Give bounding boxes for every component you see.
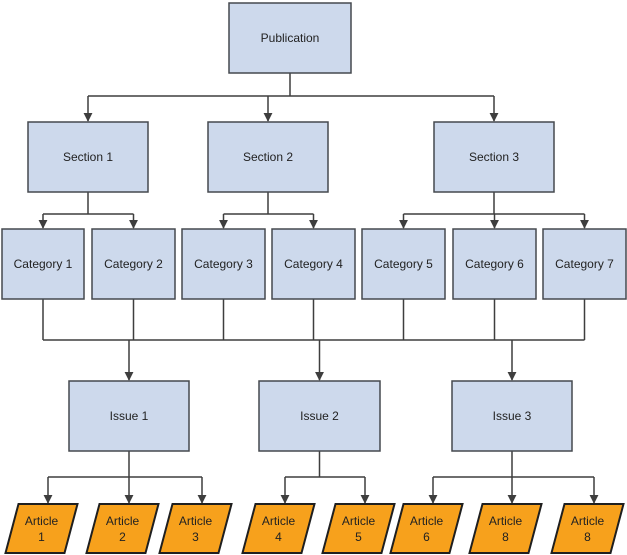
- section-2-label: Section 2: [243, 150, 293, 164]
- category-6-label: Category 6: [465, 257, 524, 271]
- article-1-node: [4, 503, 79, 554]
- issue-1-node: [68, 380, 190, 452]
- article-3-label-line2: 3: [192, 530, 199, 544]
- publication-label: Publication: [261, 31, 320, 45]
- category-7-label: Category 7: [555, 257, 614, 271]
- category-7-node: [542, 228, 627, 300]
- article-5-node: [321, 503, 396, 554]
- article-7-label-line1: Article: [489, 514, 523, 528]
- category-2-label: Category 2: [104, 257, 163, 271]
- article-2-node: [85, 503, 160, 554]
- edge-issue-3-bus: [433, 451, 594, 478]
- article-1-label-line2: 1: [38, 530, 45, 544]
- category-6-node: [452, 228, 537, 300]
- article-8-label-line2: 8: [584, 530, 591, 544]
- edge-section-2-bus: [223, 192, 314, 215]
- category-3-node: [181, 228, 266, 300]
- article-8-node: [550, 503, 625, 554]
- article-5-label-line1: Article: [342, 514, 376, 528]
- category-5-node: [361, 228, 446, 300]
- issue-3-label: Issue 3: [493, 409, 532, 423]
- category-2-node: [91, 228, 176, 300]
- category-1-node: [1, 228, 85, 300]
- section-1-label: Section 1: [63, 150, 113, 164]
- category-5-label: Category 5: [374, 257, 433, 271]
- article-5-label-line2: 5: [355, 530, 362, 544]
- article-6-label-line2: 6: [423, 530, 430, 544]
- edge-issue-2-bus: [285, 451, 365, 478]
- category-1-label: Category 1: [14, 257, 73, 271]
- issue-2-node: [258, 380, 381, 452]
- issue-1-label: Issue 1: [110, 409, 149, 423]
- article-6-label-line1: Article: [410, 514, 444, 528]
- section-2-node: [207, 121, 329, 193]
- category-3-label: Category 3: [194, 257, 253, 271]
- article-4-node: [241, 503, 316, 554]
- section-1-node: [27, 121, 149, 193]
- issue-2-label: Issue 2: [300, 409, 339, 423]
- article-2-label-line1: Article: [106, 514, 140, 528]
- article-6-node: [389, 503, 464, 554]
- issue-3-node: [451, 380, 573, 452]
- article-2-label-line2: 2: [119, 530, 126, 544]
- publication-node: [228, 2, 352, 74]
- section-3-label: Section 3: [469, 150, 519, 164]
- article-8-label-line1: Article: [571, 514, 605, 528]
- article-4-label-line2: 4: [275, 530, 282, 544]
- category-4-node: [271, 228, 356, 300]
- article-3-node: [158, 503, 233, 554]
- article-7-label-line2: 8: [502, 530, 509, 544]
- edge-categories-to-issues-bus: [42, 299, 586, 341]
- article-1-label-line1: Article: [25, 514, 59, 528]
- category-4-label: Category 4: [284, 257, 343, 271]
- edge-issue-1-bus: [48, 451, 202, 478]
- edge-section-3-bus: [403, 192, 585, 215]
- article-4-label-line1: Article: [262, 514, 296, 528]
- section-3-node: [433, 121, 555, 193]
- edge-section-1-bus: [43, 192, 134, 215]
- article-3-label-line1: Article: [179, 514, 213, 528]
- article-7-node: [468, 503, 543, 554]
- edge-publication-to-sections-bus: [88, 73, 494, 97]
